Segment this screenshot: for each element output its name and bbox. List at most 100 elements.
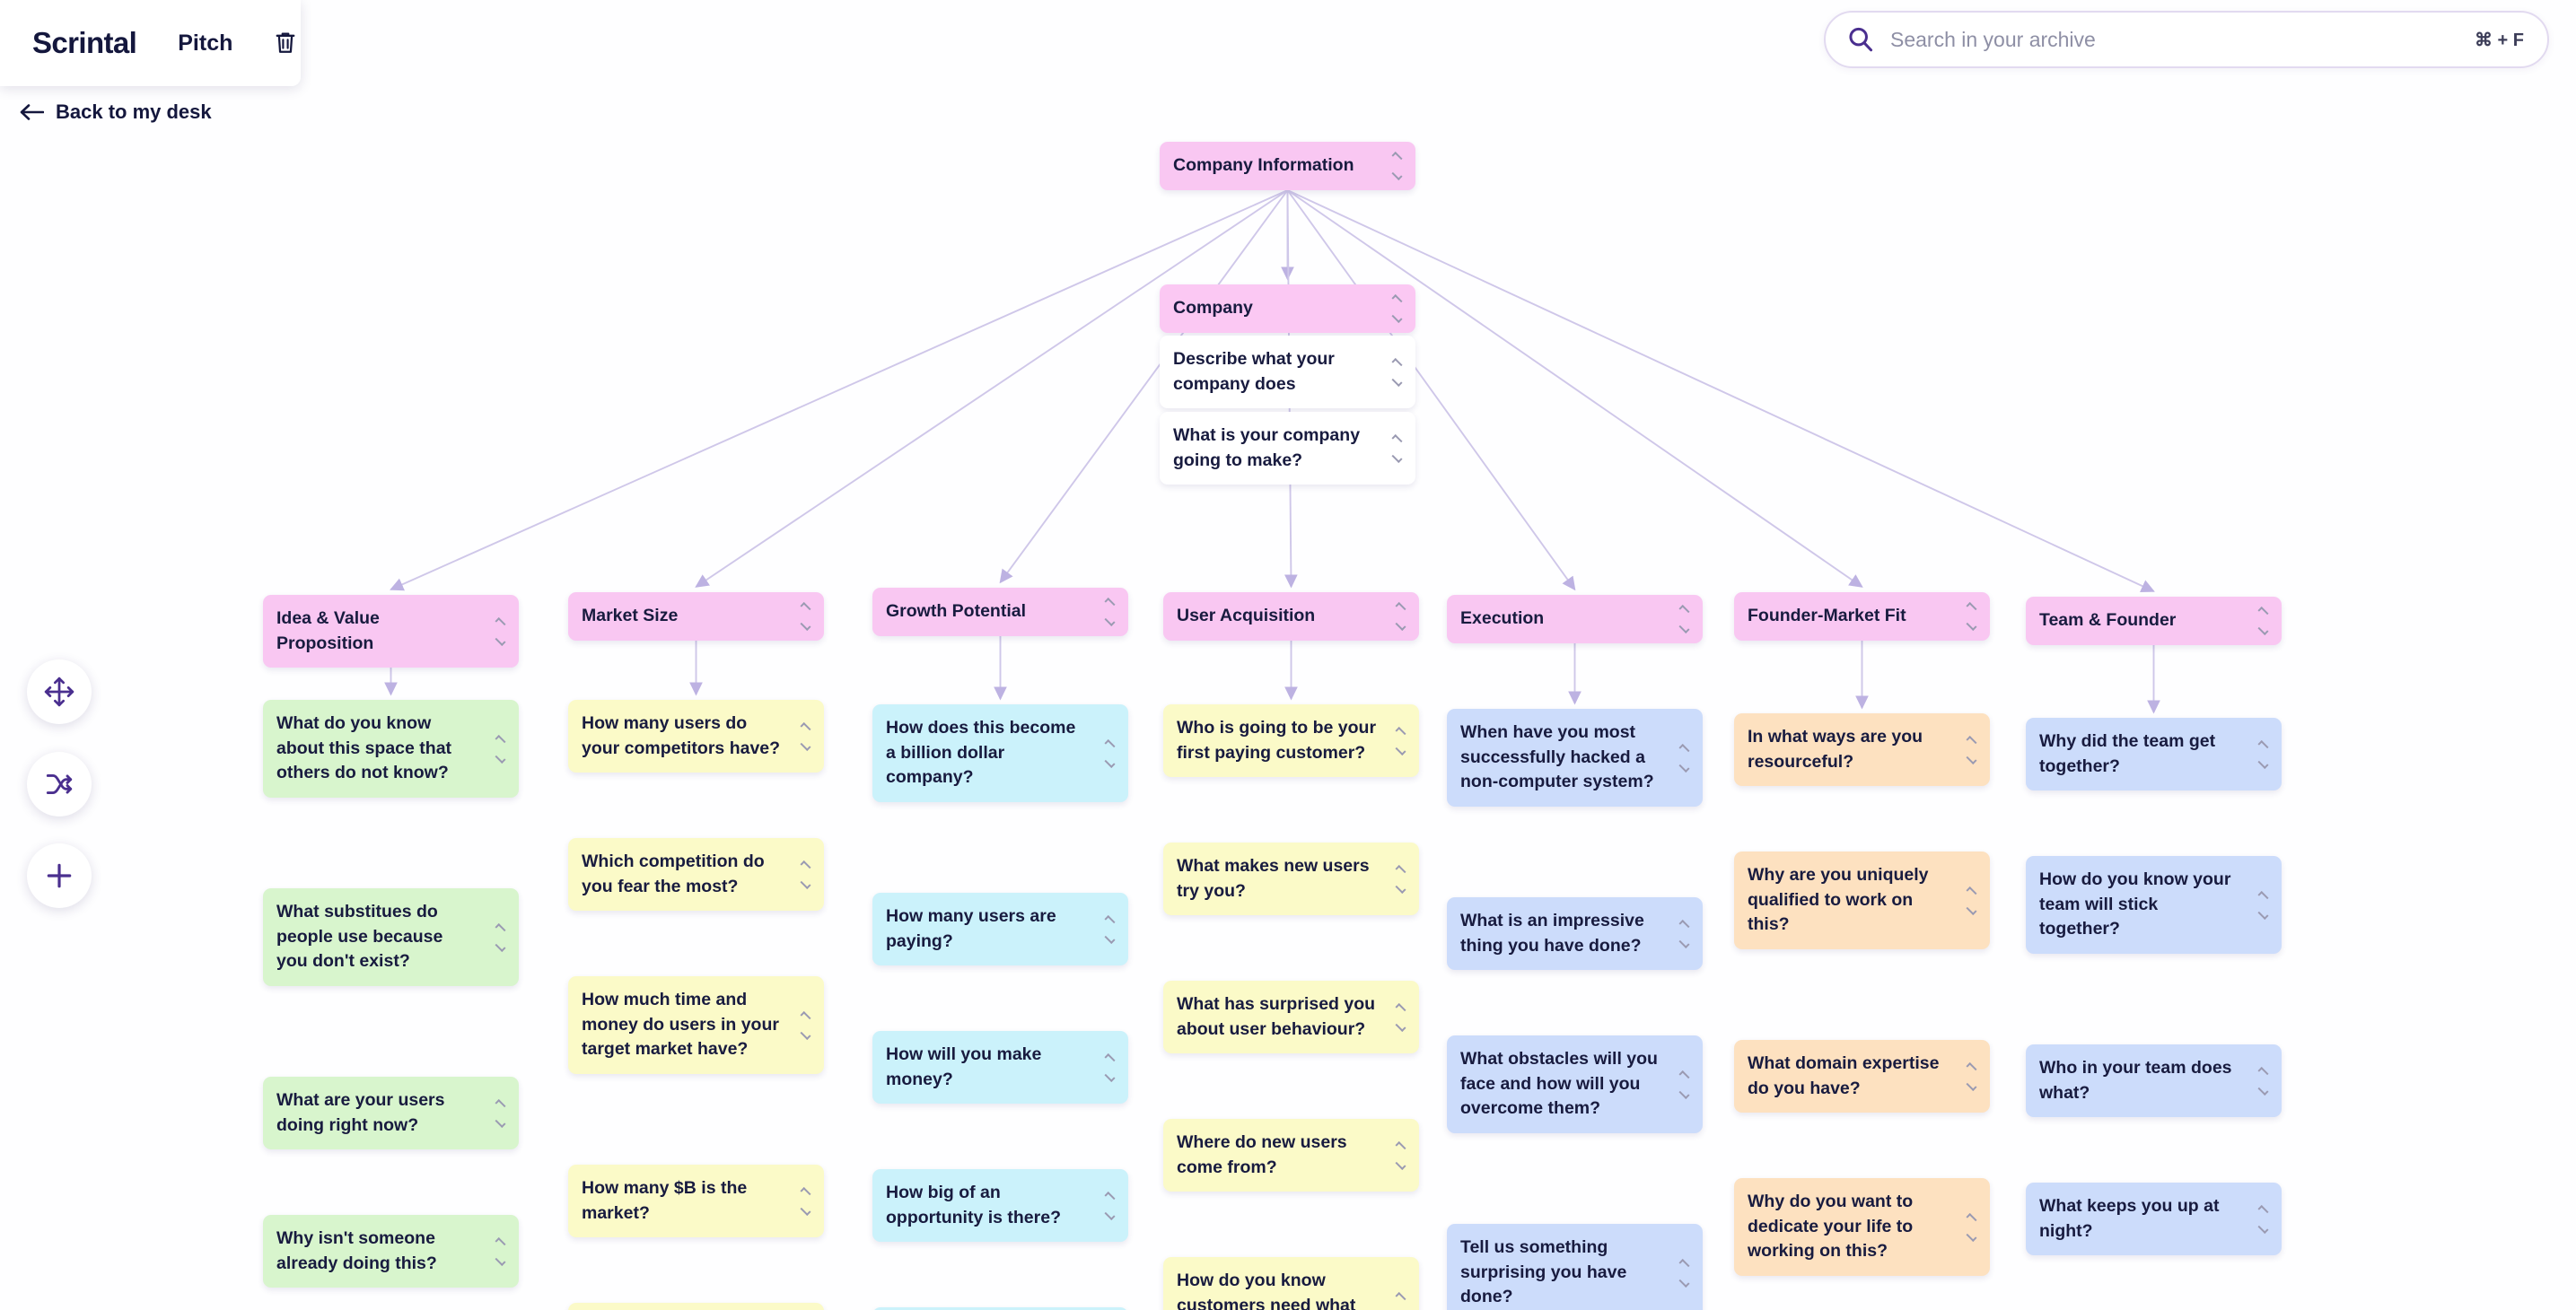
card-order-stepper[interactable]	[1393, 1140, 1407, 1170]
question-card-2-0[interactable]: How does this become a billion dollar co…	[872, 704, 1128, 803]
chevron-up-icon[interactable]	[1965, 601, 1977, 613]
chevron-up-icon[interactable]	[494, 734, 506, 746]
card-order-stepper[interactable]	[2256, 1066, 2270, 1096]
chevron-down-icon[interactable]	[2256, 1084, 2269, 1096]
question-card-0-2[interactable]: What are your users doing right now?	[263, 1077, 519, 1150]
card-order-stepper[interactable]	[1677, 919, 1691, 948]
chevron-up-icon[interactable]	[2256, 1204, 2269, 1216]
question-card-6-1[interactable]: How do you know your team will stick tog…	[2026, 856, 2282, 955]
question-card-1-2[interactable]: How much time and money do users in your…	[568, 976, 824, 1075]
question-card-3-1[interactable]: What makes new users try you?	[1163, 843, 1419, 916]
card-order-stepper[interactable]	[1677, 1070, 1691, 1099]
question-card-0-1[interactable]: What substitues do people use because yo…	[263, 888, 519, 987]
chevron-up-icon[interactable]	[1394, 726, 1406, 738]
question-card-1-3[interactable]: How many $B is the market?	[568, 1165, 824, 1238]
chevron-up-icon[interactable]	[1394, 1140, 1406, 1152]
chevron-down-icon[interactable]	[799, 878, 811, 889]
chevron-down-icon[interactable]	[2256, 908, 2269, 920]
category-header-1[interactable]: Market Size	[568, 592, 824, 641]
chevron-down-icon[interactable]	[1394, 619, 1406, 631]
chevron-down-icon[interactable]	[494, 940, 506, 952]
card-order-stepper[interactable]	[1393, 1002, 1407, 1032]
chevron-up-icon[interactable]	[2256, 606, 2269, 617]
brand-logo[interactable]: Scrintal	[32, 26, 137, 59]
chevron-up-icon[interactable]	[1678, 919, 1690, 930]
question-card-5-0[interactable]: In what ways are you resourceful?	[1734, 713, 1990, 787]
chevron-down-icon[interactable]	[1103, 1070, 1116, 1082]
chevron-up-icon[interactable]	[1965, 1061, 1977, 1073]
card-order-stepper[interactable]	[1677, 743, 1691, 773]
back-to-desk-link[interactable]: Back to my desk	[20, 100, 212, 124]
company-group-header[interactable]: Company	[1160, 284, 1415, 333]
chevron-up-icon[interactable]	[1965, 886, 1977, 897]
card-order-stepper[interactable]	[1393, 864, 1407, 894]
card-order-stepper[interactable]	[2256, 739, 2270, 769]
chevron-down-icon[interactable]	[1965, 753, 1977, 764]
question-card-0-3[interactable]: Why isn't someone already doing this?	[263, 1215, 519, 1288]
chevron-down-icon[interactable]	[1678, 937, 1690, 948]
card-order-stepper[interactable]	[1677, 1258, 1691, 1288]
question-card-4-1[interactable]: What is an impressive thing you have don…	[1447, 897, 1703, 971]
card-order-stepper[interactable]	[493, 922, 507, 952]
chevron-down-icon[interactable]	[494, 1254, 506, 1266]
chevron-up-icon[interactable]	[1965, 735, 1977, 747]
question-card-1-4[interactable]: What are your competitors?	[568, 1303, 824, 1310]
chevron-down-icon[interactable]	[1678, 622, 1690, 633]
card-order-stepper[interactable]	[493, 734, 507, 764]
card-order-stepper[interactable]	[798, 1186, 812, 1216]
chevron-up-icon[interactable]	[1394, 864, 1406, 876]
category-header-6[interactable]: Team & Founder	[2026, 597, 2282, 645]
card-order-stepper[interactable]	[798, 601, 812, 631]
card-order-stepper[interactable]	[1389, 293, 1404, 323]
question-card-2-1[interactable]: How many users are paying?	[872, 893, 1128, 966]
card-order-stepper[interactable]	[2256, 1204, 2270, 1234]
question-card-3-0[interactable]: Who is going to be your first paying cus…	[1163, 704, 1419, 778]
chevron-up-icon[interactable]	[1394, 601, 1406, 613]
chevron-down-icon[interactable]	[1965, 1079, 1977, 1091]
chevron-up-icon[interactable]	[2256, 890, 2269, 902]
card-order-stepper[interactable]	[1964, 735, 1978, 764]
card-order-stepper[interactable]	[1393, 726, 1407, 755]
card-order-stepper[interactable]	[1677, 604, 1691, 633]
card-order-stepper[interactable]	[1964, 1061, 1978, 1091]
chevron-down-icon[interactable]	[1678, 1087, 1690, 1099]
chevron-up-icon[interactable]	[1390, 433, 1403, 445]
root-card[interactable]: Company Information	[1160, 142, 1415, 190]
question-card-3-4[interactable]: How do you know customers need what you …	[1163, 1257, 1419, 1310]
card-order-stepper[interactable]	[1102, 738, 1117, 768]
chevron-up-icon[interactable]	[494, 1098, 506, 1110]
question-card-1-0[interactable]: How many users do your competitors have?	[568, 700, 824, 773]
chevron-up-icon[interactable]	[1394, 1002, 1406, 1014]
chevron-up-icon[interactable]	[799, 1186, 811, 1198]
question-card-3-3[interactable]: Where do new users come from?	[1163, 1119, 1419, 1192]
question-card-3-2[interactable]: What has surprised you about user behavi…	[1163, 981, 1419, 1054]
chevron-up-icon[interactable]	[2256, 1066, 2269, 1078]
chevron-down-icon[interactable]	[1394, 882, 1406, 894]
chevron-up-icon[interactable]	[1965, 1212, 1977, 1224]
chevron-down-icon[interactable]	[494, 752, 506, 764]
chevron-up-icon[interactable]	[1390, 293, 1403, 305]
board-title[interactable]: Pitch	[178, 30, 233, 56]
chevron-up-icon[interactable]	[2256, 739, 2269, 751]
chevron-down-icon[interactable]	[799, 739, 811, 751]
chevron-down-icon[interactable]	[799, 619, 811, 631]
chevron-up-icon[interactable]	[1678, 1258, 1690, 1270]
question-card-2-4[interactable]: How much money could you make per year?	[872, 1307, 1128, 1310]
card-order-stepper[interactable]	[798, 721, 812, 751]
chevron-down-icon[interactable]	[2256, 624, 2269, 635]
chevron-down-icon[interactable]	[1390, 451, 1403, 463]
chevron-down-icon[interactable]	[1678, 1276, 1690, 1288]
card-order-stepper[interactable]	[2256, 606, 2270, 635]
chevron-down-icon[interactable]	[1103, 756, 1116, 768]
card-order-stepper[interactable]	[1393, 1291, 1407, 1310]
chevron-down-icon[interactable]	[1394, 744, 1406, 755]
chevron-up-icon[interactable]	[799, 1010, 811, 1022]
move-tool-button[interactable]	[27, 659, 92, 724]
chevron-up-icon[interactable]	[494, 1236, 506, 1248]
chevron-down-icon[interactable]	[1678, 761, 1690, 773]
card-order-stepper[interactable]	[1393, 601, 1407, 631]
chevron-up-icon[interactable]	[1103, 1191, 1116, 1202]
chevron-down-icon[interactable]	[1103, 615, 1116, 626]
chevron-down-icon[interactable]	[799, 1204, 811, 1216]
company-card-0[interactable]: Describe what your company does	[1160, 336, 1415, 409]
